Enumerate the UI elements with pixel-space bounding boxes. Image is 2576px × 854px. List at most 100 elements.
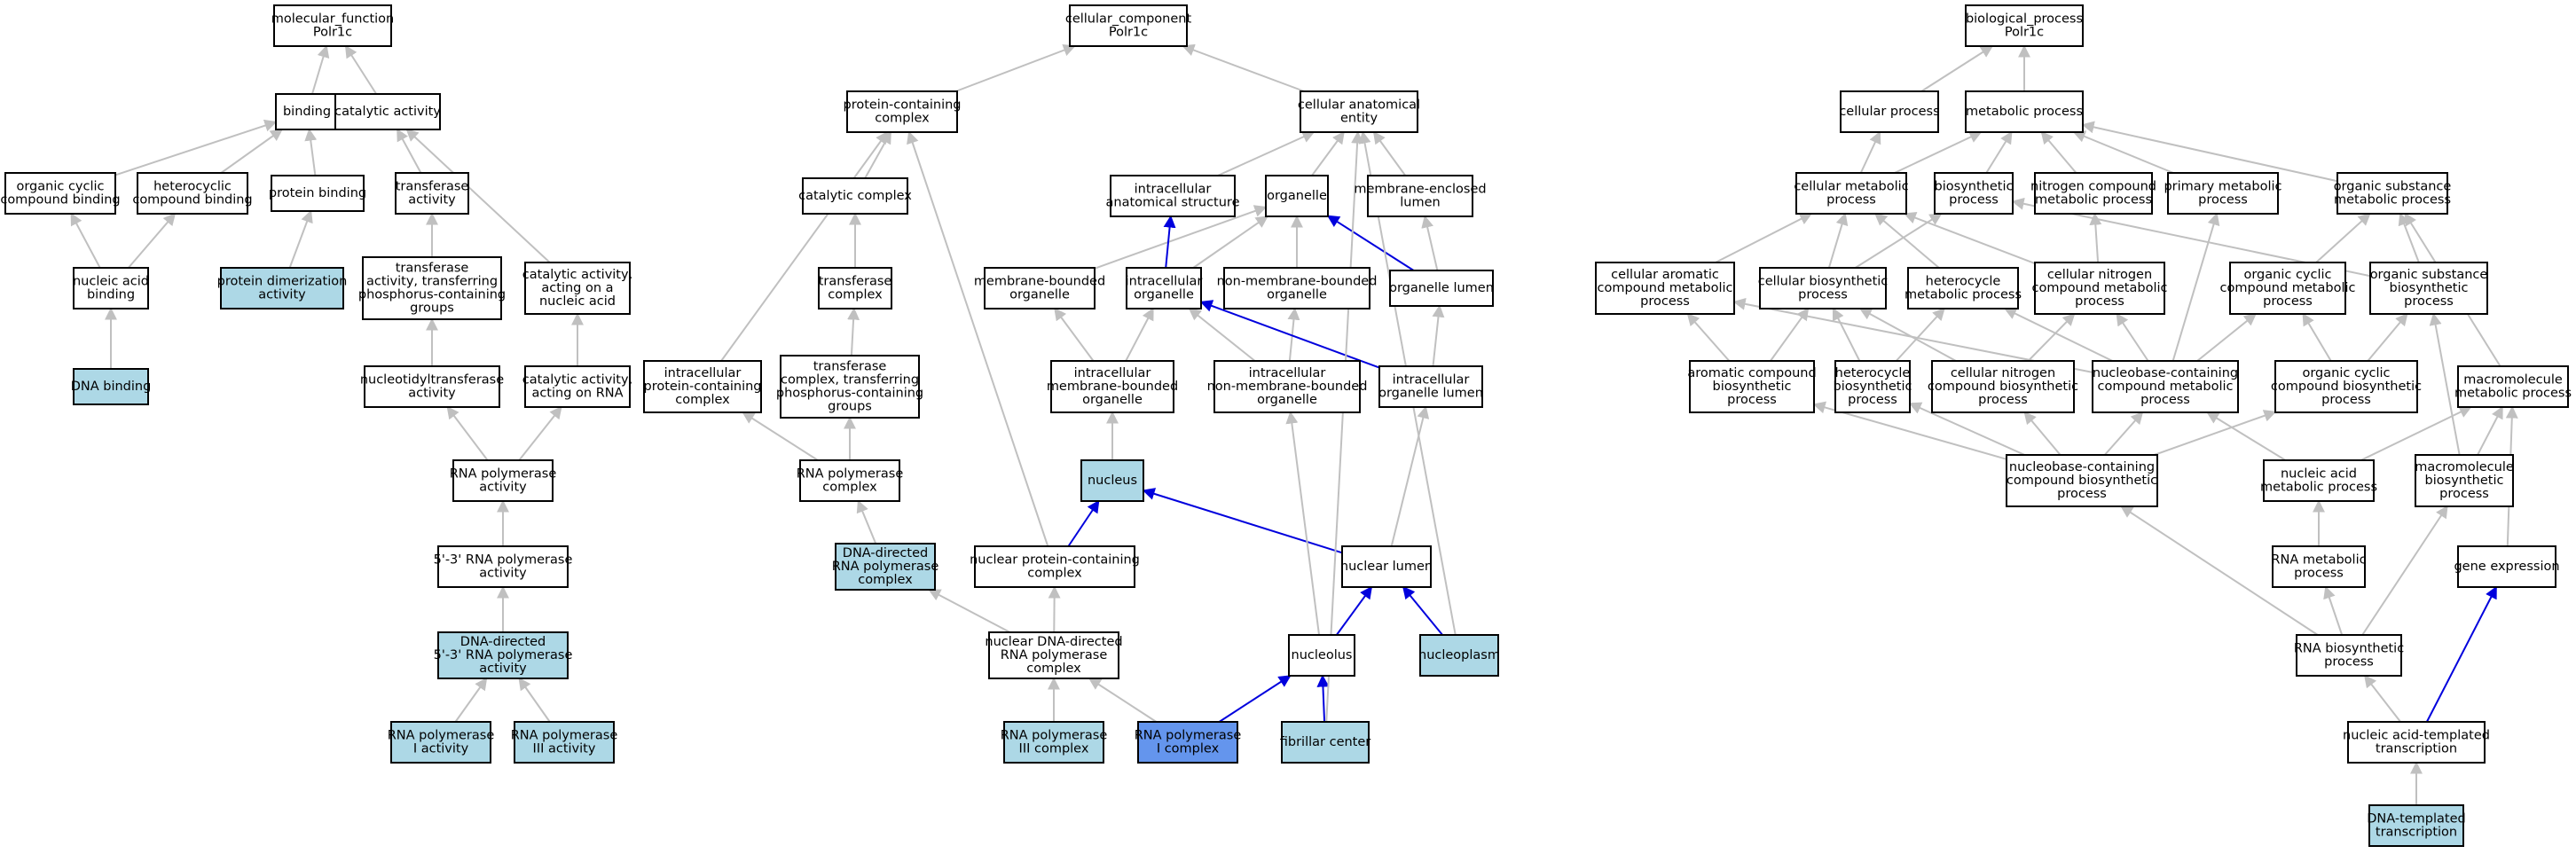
go-term-node-organelle-lumen[interactable]: organelle lumen [1389,270,1494,307]
edge-line [1715,213,1813,263]
node-box [643,360,762,413]
go-term-node-catalytic-on-rna[interactable]: catalytic activity,acting on RNA [522,365,632,408]
edge-intracellular_protein_complex-to-protein_containing_complex [720,130,889,362]
go-term-node-nucleolus[interactable]: nucleolus [1288,634,1355,677]
go-term-node-catalytic[interactable]: catalytic activity [334,93,441,130]
node-box [2263,459,2375,502]
edge-rna_biosynthetic-to-rna_metabolic [2323,585,2344,636]
go-term-node-organelle[interactable]: organelle [1265,175,1329,217]
node-label-line: process [2075,294,2124,309]
node-label-line: protein-containing [643,380,761,394]
edge-fibrillar_center-to-cellular_anatomical_entity [1325,130,1364,723]
edge-nucleic_acid_binding-to-heterocyclic_binding [128,212,177,269]
go-term-node-intracellular-nmb-organelle[interactable]: intracellularnon-membrane-boundedorganel… [1207,360,1368,413]
node-label-line: process [1949,193,1999,208]
go-term-node-nucleus[interactable]: nucleus [1080,459,1144,502]
go-term-node-metabolic-process[interactable]: metabolic process [1965,90,2084,133]
go-term-node-binding[interactable]: binding [275,93,339,130]
node-box [1126,267,1202,309]
go-term-node-cellular-process[interactable]: cellular process [1839,90,1940,133]
node-box [1689,360,1815,413]
node-box [1367,175,1473,217]
node-label-line: RNA polymerase [797,467,904,482]
go-term-node-gene-expression[interactable]: gene expression [2454,545,2560,588]
node-label-line: nucleus [1088,474,1137,488]
node-label-line: cellular nitrogen [1951,366,2055,380]
go-term-node-nucleoplasm[interactable]: nucleoplasm [1418,634,1500,677]
node-label-line: nuclear lumen [1340,560,1433,574]
node-box [2272,545,2366,588]
edge-intracellular_anatomical-to-cellular_anatomical_entity [1217,130,1315,176]
edge-macromolecule_biosynthetic-to-macromolecule_metabolic [2477,405,2503,456]
node-box [1795,172,1907,215]
go-term-node-dna-binding[interactable]: DNA binding [71,368,152,405]
go-term-node-catalytic-complex[interactable]: catalytic complex [798,177,912,215]
edge-nucleobase_metabolic-to-primary_metabolic [2172,212,2220,362]
edge-transferase_complex_phos-to-transferase_complex [847,307,860,356]
node-box [1300,90,1418,133]
go-term-node-protein-binding[interactable]: protein binding [269,175,366,212]
go-term-node-nuclear-lumen[interactable]: nuclear lumen [1340,545,1433,588]
node-label-line: aromatic compound [1687,366,1816,380]
go-term-node-fibrillar-center[interactable]: fibrillar center [1280,721,1371,764]
